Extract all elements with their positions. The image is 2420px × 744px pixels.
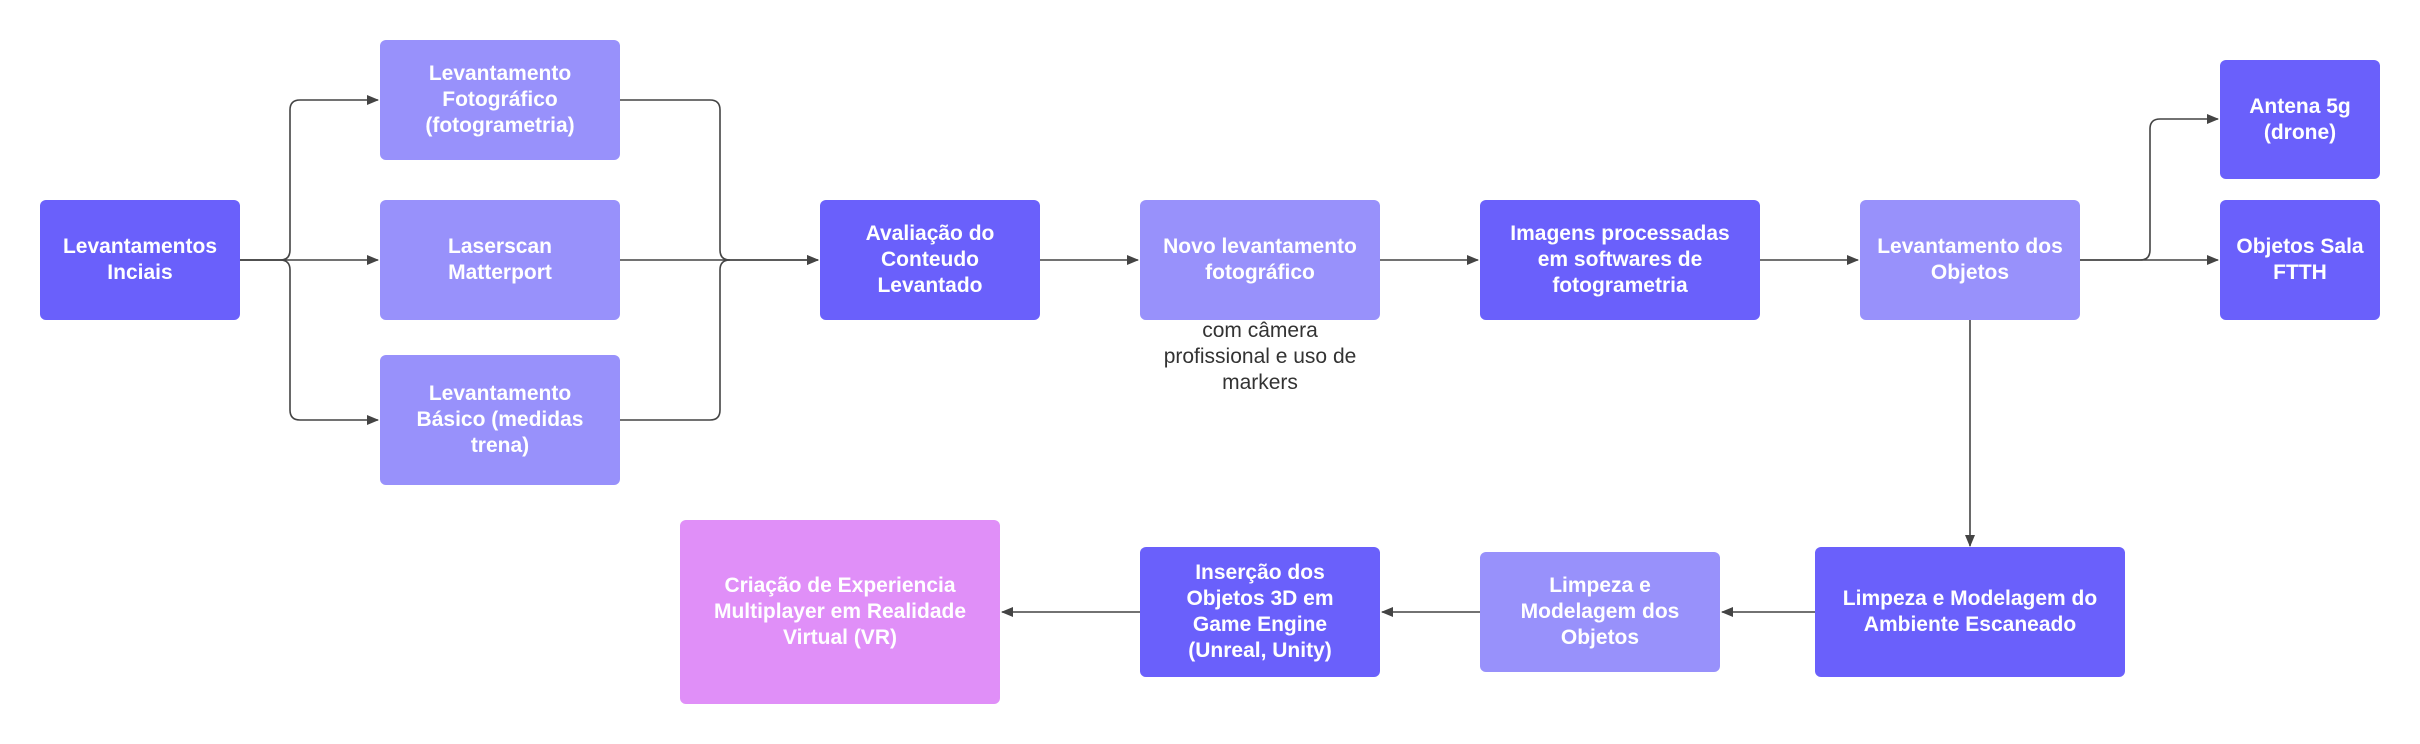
node-levantamento-objetos[interactable]: Levantamento dos Objetos	[1860, 200, 2080, 320]
node-levantamento-basico[interactable]: Levantamento Básico (medidas trena)	[380, 355, 620, 485]
node-insercao-objetos[interactable]: Inserção dos Objetos 3D em Game Engine (…	[1140, 547, 1380, 677]
node-imagens-processadas[interactable]: Imagens processadas em softwares de foto…	[1480, 200, 1760, 320]
connector-iniciais-fotografico	[240, 95, 379, 261]
node-limpeza-ambiente[interactable]: Limpeza e Modelagem do Ambiente Escanead…	[1815, 547, 2125, 677]
connector-basico-avaliacao	[620, 259, 731, 421]
connector-objetos-antena	[2080, 114, 2219, 261]
node-criacao-vr[interactable]: Criação de Experiencia Multiplayer em Re…	[680, 520, 1000, 704]
node-limpeza-objetos[interactable]: Limpeza e Modelagem dos Objetos	[1480, 552, 1720, 672]
node-laserscan-matterport[interactable]: Laserscan Matterport	[380, 200, 620, 320]
node-antena-5g[interactable]: Antena 5g (drone)	[2220, 60, 2380, 179]
node-novo-levantamento[interactable]: Novo levantamento fotográfico	[1140, 200, 1380, 320]
node-levantamentos-iniciais[interactable]: Levantamentos Inciais	[40, 200, 240, 320]
node-objetos-sala[interactable]: Objetos Sala FTTH	[2220, 200, 2380, 320]
connector-iniciais-basico	[240, 259, 379, 425]
note-camera: com câmera profissional e uso de markers	[1163, 319, 1357, 394]
connector-fotografico-avaliacao	[620, 99, 819, 265]
node-avaliacao-conteudo[interactable]: Avaliação do Conteudo Levantado	[820, 200, 1040, 320]
node-levantamento-fotografico[interactable]: Levantamento Fotográfico (fotogrametria)	[380, 40, 620, 160]
